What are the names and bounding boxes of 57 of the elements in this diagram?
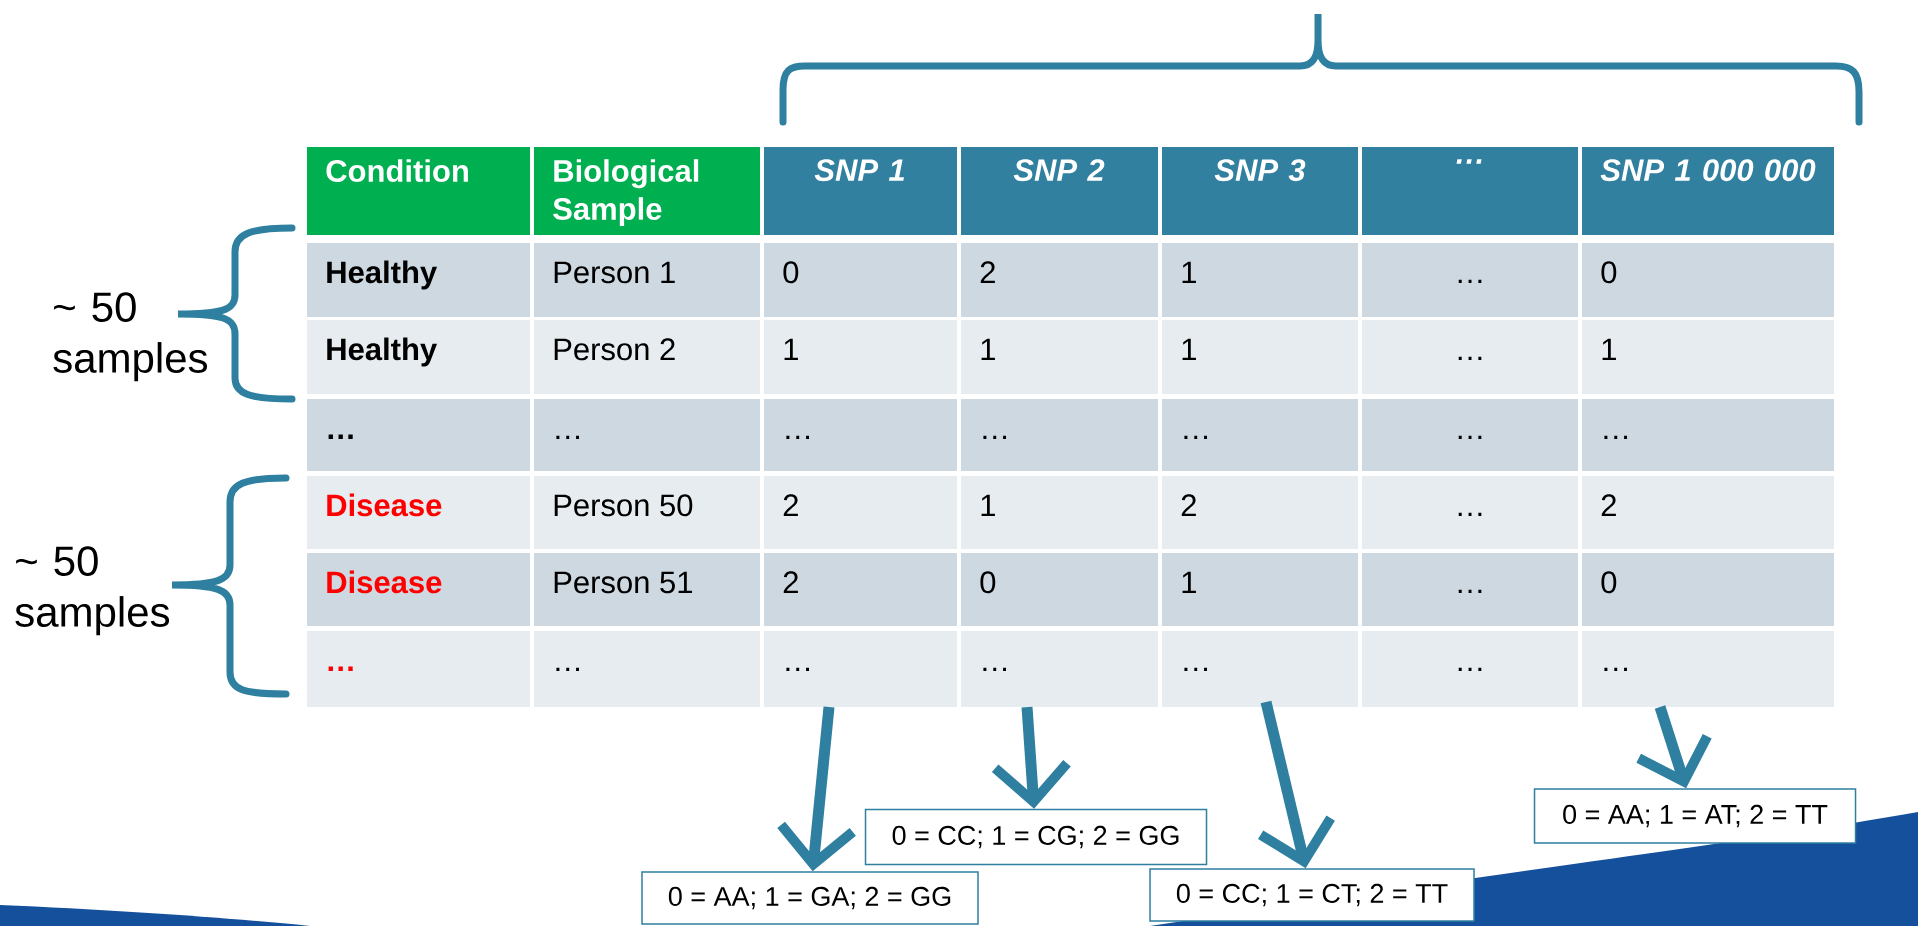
allele-code-box: 0 = CC; 1 = CG; 2 = GG	[864, 808, 1208, 866]
table-cell: …	[1162, 399, 1358, 471]
table-cell: …	[1362, 320, 1578, 394]
allele-code-box: 0 = AA; 1 = AT; 2 = TT	[1533, 788, 1857, 844]
table-cell: 2	[961, 243, 1158, 317]
table-cell: 0	[1582, 553, 1835, 626]
sample-count-label: ~ 50 samples	[53, 292, 208, 382]
table-cell: …	[1362, 399, 1578, 471]
arrow	[1258, 700, 1335, 869]
table-cell: 1	[1162, 243, 1358, 317]
table-cell: …	[1582, 631, 1835, 707]
header-cell: SNP 2	[961, 147, 1158, 235]
table-cell: 2	[1582, 476, 1835, 549]
table-cell: Person 50	[534, 476, 760, 549]
table-cell: 2	[1162, 476, 1358, 549]
header-cell: Condition	[307, 147, 530, 235]
table-cell: …	[764, 631, 957, 707]
table-cell: 2	[764, 553, 957, 626]
table-cell: …	[1362, 476, 1578, 549]
table-cell: 0	[1582, 243, 1835, 317]
table-cell: Healthy	[307, 320, 530, 394]
table-cell: …	[961, 399, 1158, 471]
header-cell: SNP 1 000 000	[1582, 147, 1835, 235]
table-cell: …	[1362, 631, 1578, 707]
table-cell: …	[1582, 399, 1835, 471]
table-cell: …	[764, 399, 957, 471]
table-cell: …	[1362, 243, 1578, 317]
table-cell: 1	[961, 320, 1158, 394]
table-cell: 2	[764, 476, 957, 549]
table-cell: 1	[1582, 320, 1835, 394]
table-cell: 1	[1162, 553, 1358, 626]
arrow	[777, 706, 856, 872]
table-cell: 1	[961, 476, 1158, 549]
sample-count-label: ~ 50 samples	[15, 546, 170, 636]
table-cell: Disease	[307, 476, 530, 549]
table-cell: Person 1	[534, 243, 760, 317]
table-cell: …	[534, 399, 760, 471]
table-cell: 1	[1162, 320, 1358, 394]
allele-code-box: 0 = CC; 1 = CT; 2 = TT	[1149, 868, 1475, 922]
table-cell: 0	[764, 243, 957, 317]
table-cell: …	[307, 399, 530, 471]
table-cell: Disease	[307, 553, 530, 626]
table-cell: 0	[961, 553, 1158, 626]
table-cell: …	[1362, 553, 1578, 626]
table-cell: …	[961, 631, 1158, 707]
header-cell: SNP 3	[1162, 147, 1358, 235]
table-cell: Healthy	[307, 243, 530, 317]
header-cell: Biological Sample	[534, 147, 760, 235]
table-cell: …	[1162, 631, 1358, 707]
header-cell: …	[1362, 147, 1578, 235]
table-cell: Person 2	[534, 320, 760, 394]
table-cell: 1	[764, 320, 957, 394]
allele-code-box: 0 = AA; 1 = GA; 2 = GG	[641, 871, 979, 925]
table-cell: …	[534, 631, 760, 707]
table-cell: …	[307, 631, 530, 707]
header-cell: SNP 1	[764, 147, 957, 235]
table-cell: Person 51	[534, 553, 760, 626]
